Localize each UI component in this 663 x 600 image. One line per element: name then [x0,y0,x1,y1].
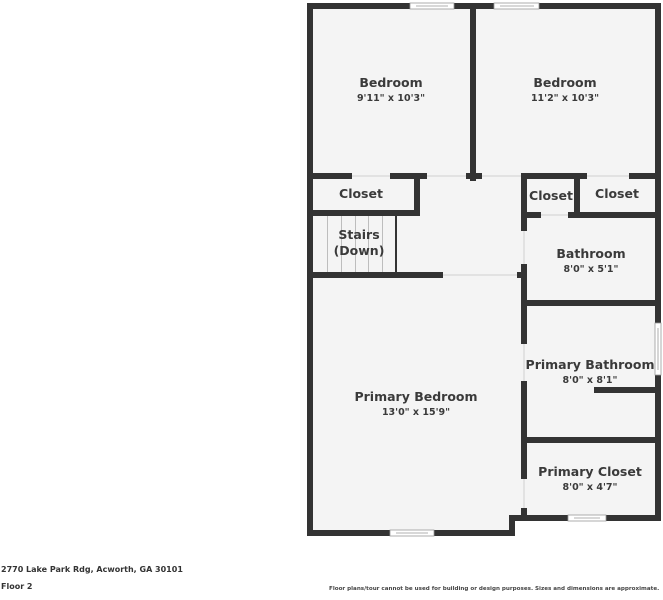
walls [307,3,661,536]
window-primary-bathroom [654,322,662,376]
room-name-label: Closet [529,188,573,203]
room-name-label: Primary Bedroom [354,389,477,404]
room-dimensions-label: 8'0" x 4'7" [563,482,618,493]
disclaimer-text: Floor plans/tour cannot be used for buil… [329,586,660,592]
room-name-label: Closet [595,186,639,201]
room-closet-left: Closet [339,186,383,201]
room-dimensions-label: 13'0" x 15'9" [382,407,450,418]
windows [389,2,662,537]
floor-fill [310,5,658,533]
room-name-label: Bedroom [359,75,422,90]
room-dimensions-label: 8'0" x 5'1" [564,264,619,275]
window-primary-closet [567,514,607,522]
room-primary-bathroom: Primary Bathroom 8'0" x 8'1" [526,357,655,386]
room-name-label: Stairs [338,227,379,242]
floor-label: Floor 2 [1,582,33,591]
room-stairs: Stairs (Down) [334,227,385,258]
property-address: 2770 Lake Park Rdg, Acworth, GA 30101 [1,565,183,574]
room-dimensions-label: 11'2" x 10'3" [531,93,599,104]
room-primary-closet: Primary Closet 8'0" x 4'7" [538,464,642,493]
room-bedroom-2: Bedroom 11'2" x 10'3" [531,75,599,104]
room-name-label: Bathroom [556,246,625,261]
room-dimensions-label: 9'11" x 10'3" [357,93,425,104]
door-openings [352,175,629,508]
room-dimensions-label: 8'0" x 8'1" [563,375,618,386]
floorplan-drawing: Bedroom 9'11" x 10'3" Bedroom 11'2" x 10… [307,2,662,537]
room-name-label: Primary Bathroom [526,357,655,372]
window-primary-bedroom [389,529,435,537]
room-primary-bedroom: Primary Bedroom 13'0" x 15'9" [354,389,477,418]
room-bathroom: Bathroom 8'0" x 5'1" [556,246,625,275]
room-bedroom-1: Bedroom 9'11" x 10'3" [357,75,425,104]
room-name-label: Primary Closet [538,464,642,479]
room-closet-mid: Closet [529,188,573,203]
window-bedroom-1 [409,2,455,10]
room-name-label: Bedroom [533,75,596,90]
room-name-label: Closet [339,186,383,201]
window-bedroom-2 [493,2,540,10]
room-closet-right: Closet [595,186,639,201]
stairs-direction-label: (Down) [334,243,385,258]
